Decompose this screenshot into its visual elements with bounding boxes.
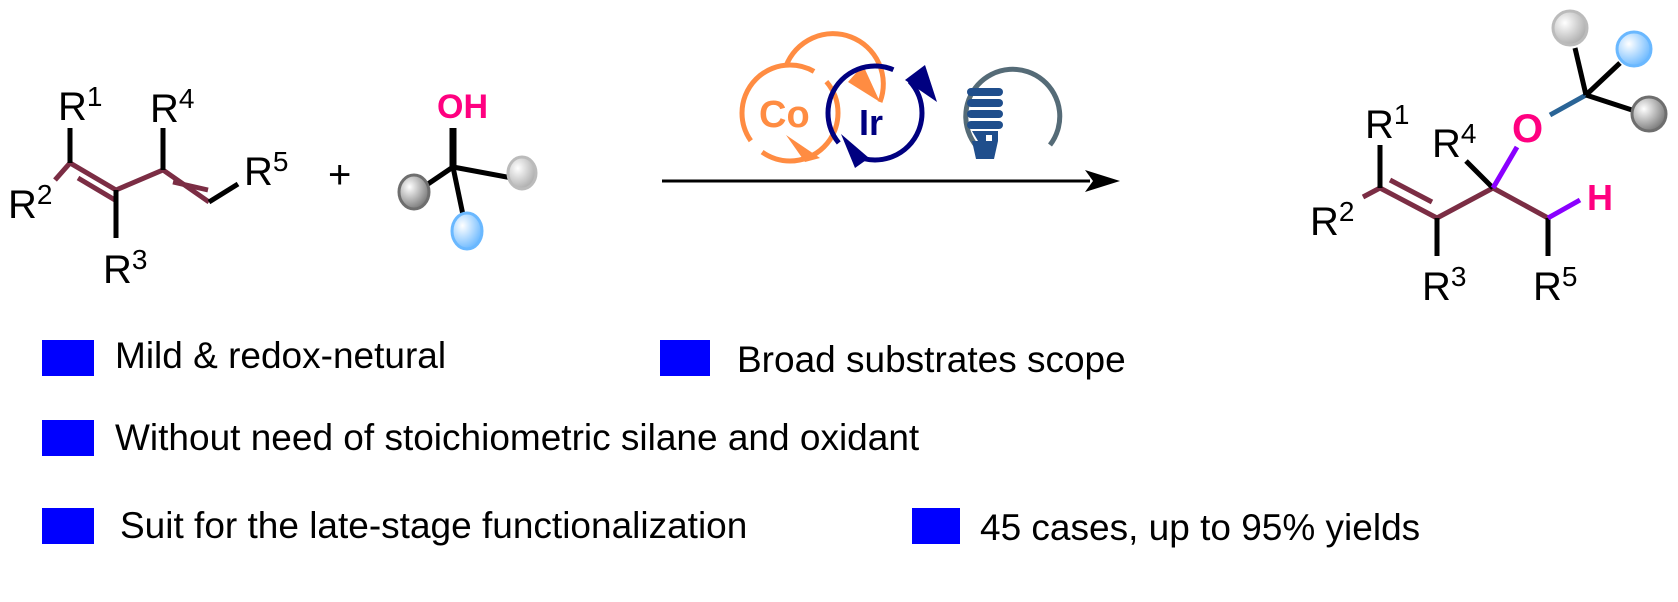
cobalt-cycle-icon: Co	[739, 31, 886, 164]
feature-item: Without need of stoichiometric silane an…	[115, 417, 920, 458]
feature-item: Suit for the late-stage functionalizatio…	[120, 505, 747, 546]
plus-sign: +	[328, 153, 351, 197]
bullet-square-icon	[42, 508, 94, 544]
r3-label: R3	[1422, 261, 1466, 309]
substituent-ball	[1630, 95, 1668, 133]
hydrogen-label: H	[1587, 177, 1613, 218]
iridium-cycle-icon: Ir	[825, 63, 937, 168]
substituent-ball	[450, 211, 484, 251]
ir-label: Ir	[859, 102, 883, 143]
r3-label: R3	[103, 244, 147, 292]
substituent-ball	[1551, 9, 1589, 47]
feature-item: 45 cases, up to 95% yields	[980, 507, 1420, 548]
r2-label: R2	[8, 179, 52, 227]
r1-label: R1	[58, 81, 102, 129]
ether-product: O H R1 R2 R3 R4 R5	[1310, 9, 1668, 309]
light-bulb-icon	[963, 66, 1063, 159]
bullet-square-icon	[42, 420, 94, 456]
bullet-square-icon	[42, 340, 94, 376]
feature-list: Mild & redox-netural Broad substrates sc…	[42, 335, 1420, 548]
bullet-square-icon	[660, 340, 710, 376]
r2-label: R2	[1310, 196, 1354, 244]
diene-reactant: R1 R2 R3 R4 R5	[8, 81, 288, 292]
r5-label: R5	[244, 146, 288, 194]
co-label: Co	[759, 94, 810, 136]
substituent-ball	[1615, 30, 1653, 68]
feature-item: Mild & redox-netural	[115, 335, 446, 376]
substituent-ball	[397, 173, 431, 211]
r4-label: R4	[150, 83, 194, 131]
substituent-ball	[506, 155, 538, 191]
reaction-arrow	[662, 170, 1120, 192]
r1-label: R1	[1365, 99, 1409, 147]
r4-label: R4	[1432, 118, 1476, 166]
bullet-square-icon	[912, 508, 960, 544]
oh-label: OH	[437, 88, 488, 126]
feature-item: Broad substrates scope	[737, 339, 1126, 380]
r5-label: R5	[1533, 261, 1577, 309]
oxygen-label: O	[1512, 107, 1543, 151]
alcohol-reactant: OH	[397, 88, 538, 251]
